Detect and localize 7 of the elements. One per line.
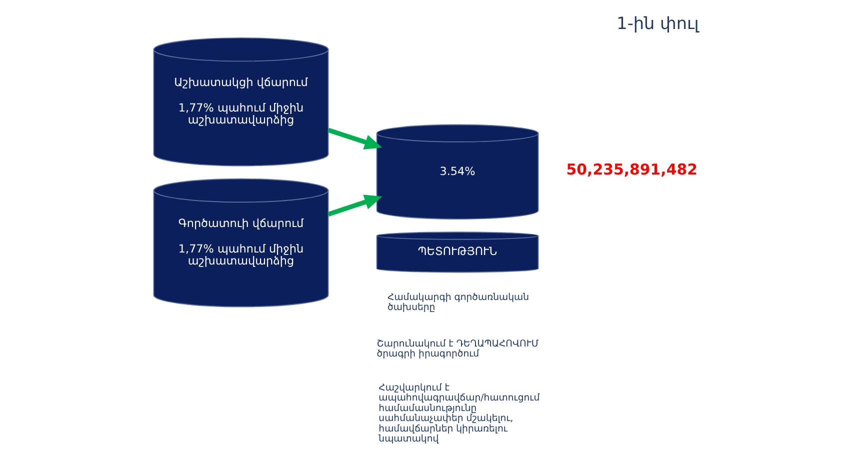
node-label: 50,235,891,482	[566, 160, 697, 179]
label: Համակարգի գործառնական ծախսերը	[387, 292, 529, 314]
label: Շարունակում է ԴԵՂԱՊԱՀՈՎՈՒՄ ծրագրի իրագործում	[376, 338, 538, 360]
diagram-title: 1-ին փուլ	[616, 13, 698, 34]
arrow	[327, 194, 382, 216]
label: Հաշվարկում է ապահովագրավճար/հատուցում համամասնությունը սահմանաչափեր մշակելու, համավճարներ կիրառելու նպատակով	[378, 382, 540, 445]
arrow	[327, 128, 382, 150]
